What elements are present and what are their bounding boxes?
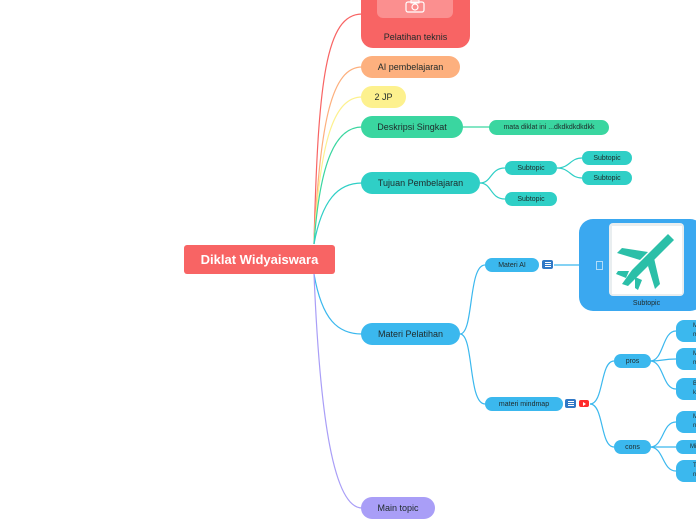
pros-item-2[interactable]: M m xyxy=(676,348,696,370)
root-topic[interactable]: Diklat Widyaiswara xyxy=(184,245,335,274)
topic-materi-label: Materi Pelatihan xyxy=(377,329,444,339)
link-sub1-b xyxy=(556,167,583,179)
subtopic-deskripsi-text[interactable]: mata diklat ini ...dkdkdkdkdkk xyxy=(489,120,609,135)
topic-main-topic[interactable]: Main topic xyxy=(361,497,435,519)
pros-item-1[interactable]: M m xyxy=(676,320,696,342)
link-2jp xyxy=(313,96,363,245)
topic-ai-pembelajaran[interactable]: AI pembelajaran xyxy=(361,56,460,78)
cons-item-3[interactable]: T n xyxy=(676,460,696,482)
subtopic-materi-mindmap[interactable]: materi mindmap xyxy=(485,397,563,411)
note-icon[interactable] xyxy=(542,260,553,269)
link-tujuan-sub2 xyxy=(479,182,506,200)
link-mindmap-pros xyxy=(589,360,615,405)
topic-ai-pembelajaran-label: AI pembelajaran xyxy=(377,62,444,72)
subtopic-tujuan-1[interactable]: Subtopic xyxy=(505,161,557,175)
subtopic-materi-ai[interactable]: Materi AI xyxy=(485,258,539,272)
camera-icon xyxy=(405,0,425,13)
cons-item-1[interactable]: M n xyxy=(676,411,696,433)
subtopic-pros-label: pros xyxy=(625,357,640,365)
subtopic-image-label: Subtopic xyxy=(632,300,661,307)
link-sub1-a xyxy=(556,157,583,169)
link-pros-3 xyxy=(649,360,677,390)
topic-deskripsi-singkat[interactable]: Deskripsi Singkat xyxy=(361,116,463,138)
link-pelatihan-teknis xyxy=(313,13,363,245)
link-cons-1 xyxy=(649,421,677,448)
subtopic-materi-mindmap-label: materi mindmap xyxy=(498,400,550,408)
cons-item-1-label: M n xyxy=(693,414,696,429)
topic-pelatihan-teknis[interactable]: Pelatihan teknis xyxy=(361,0,470,48)
topic-2jp[interactable]: 2 JP xyxy=(361,86,406,108)
pros-item-3-label: B k xyxy=(693,381,696,396)
link-mindmap-cons xyxy=(589,403,615,448)
subtopic-deskripsi-text-label: mata diklat ini ...dkdkdkdkdkk xyxy=(503,124,595,131)
subtopic-tujuan-2[interactable]: Subtopic xyxy=(505,192,557,206)
root-topic-label: Diklat Widyaiswara xyxy=(200,252,319,267)
subtopic-tujuan-1-b-label: Subtopic xyxy=(593,174,621,182)
pros-item-2-label: M m xyxy=(693,351,696,366)
subtopic-tujuan-1-label: Subtopic xyxy=(517,164,545,172)
link-pros-1 xyxy=(649,330,677,362)
link-materi-ai xyxy=(459,264,486,335)
subtopic-pros[interactable]: pros xyxy=(614,354,651,368)
pros-item-1-label: M m xyxy=(693,323,696,338)
subtopic-image-card[interactable]: Subtopic xyxy=(579,219,696,311)
link-main-topic xyxy=(313,273,363,509)
youtube-icon[interactable] xyxy=(579,400,589,407)
cons-item-2[interactable]: Mi xyxy=(676,440,696,454)
topic-deskripsi-label: Deskripsi Singkat xyxy=(377,122,447,132)
link-materi-mindmap xyxy=(459,333,486,405)
subtopic-image-handle xyxy=(596,261,603,270)
topic-tujuan-pembelajaran[interactable]: Tujuan Pembelajaran xyxy=(361,172,480,194)
pros-item-3[interactable]: B k xyxy=(676,378,696,400)
subtopic-cons-label: cons xyxy=(625,443,640,451)
airplane-icon xyxy=(611,225,682,294)
topic-pelatihan-teknis-label: Pelatihan teknis xyxy=(383,32,448,42)
topic-materi-pelatihan[interactable]: Materi Pelatihan xyxy=(361,323,460,345)
subtopic-tujuan-2-label: Subtopic xyxy=(517,195,545,203)
subtopic-tujuan-1-a[interactable]: Subtopic xyxy=(582,151,632,165)
subtopic-tujuan-1-a-label: Subtopic xyxy=(593,154,621,162)
subtopic-tujuan-1-b[interactable]: Subtopic xyxy=(582,171,632,185)
link-tujuan xyxy=(313,182,363,245)
link-cons-3 xyxy=(649,446,677,472)
link-materi xyxy=(313,273,363,335)
link-tujuan-sub1 xyxy=(479,167,506,184)
subtopic-image xyxy=(609,223,684,296)
topic-2jp-label: 2 JP xyxy=(374,92,393,102)
topic-tujuan-label: Tujuan Pembelajaran xyxy=(377,178,464,188)
note-icon[interactable] xyxy=(565,399,576,408)
topic-image xyxy=(377,0,453,18)
link-ai-pembelajaran xyxy=(313,66,363,245)
subtopic-cons[interactable]: cons xyxy=(614,440,651,454)
topic-main-topic-label: Main topic xyxy=(377,503,419,513)
subtopic-materi-ai-label: Materi AI xyxy=(498,261,526,269)
cons-item-3-label: T n xyxy=(693,463,696,478)
cons-item-2-label: Mi xyxy=(690,444,696,450)
link-deskripsi xyxy=(313,126,363,245)
